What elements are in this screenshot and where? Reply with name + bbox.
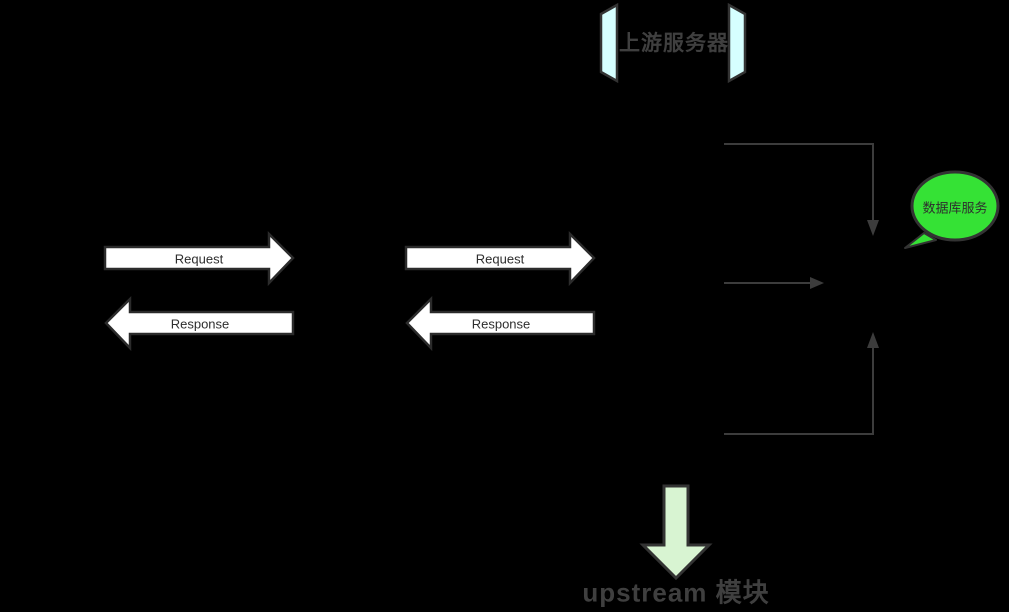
db-service-bubble-icon xyxy=(910,170,1000,242)
connector-top-arrowhead-icon xyxy=(867,220,879,236)
connector-top-elbow xyxy=(724,143,874,221)
upstream-module-label: upstream 模块 xyxy=(582,577,770,608)
request-label-1: Request xyxy=(174,251,224,267)
db-service-label: 数据库服务 xyxy=(922,200,988,216)
response-label-2: Response xyxy=(471,316,531,332)
upstream-server-bracket-left-icon xyxy=(599,2,619,84)
response-label-1: Response xyxy=(170,316,230,332)
connector-bottom-elbow xyxy=(724,347,874,435)
upstream-server-bracket-right-icon xyxy=(727,2,747,84)
response-arrow-2-icon xyxy=(405,295,596,352)
request-arrow-1-icon xyxy=(103,230,295,287)
upstream-server-label: 上游服务器 xyxy=(619,32,729,55)
connector-middle-arrowhead-icon xyxy=(810,277,824,289)
connector-bottom-arrowhead-icon xyxy=(867,332,879,348)
db-service-bubble-tail-icon xyxy=(904,232,937,249)
response-arrow-1-icon xyxy=(104,295,295,352)
request-label-2: Request xyxy=(475,251,525,267)
request-arrow-2-icon xyxy=(404,230,596,287)
upstream-module-down-arrow-icon xyxy=(639,484,713,581)
